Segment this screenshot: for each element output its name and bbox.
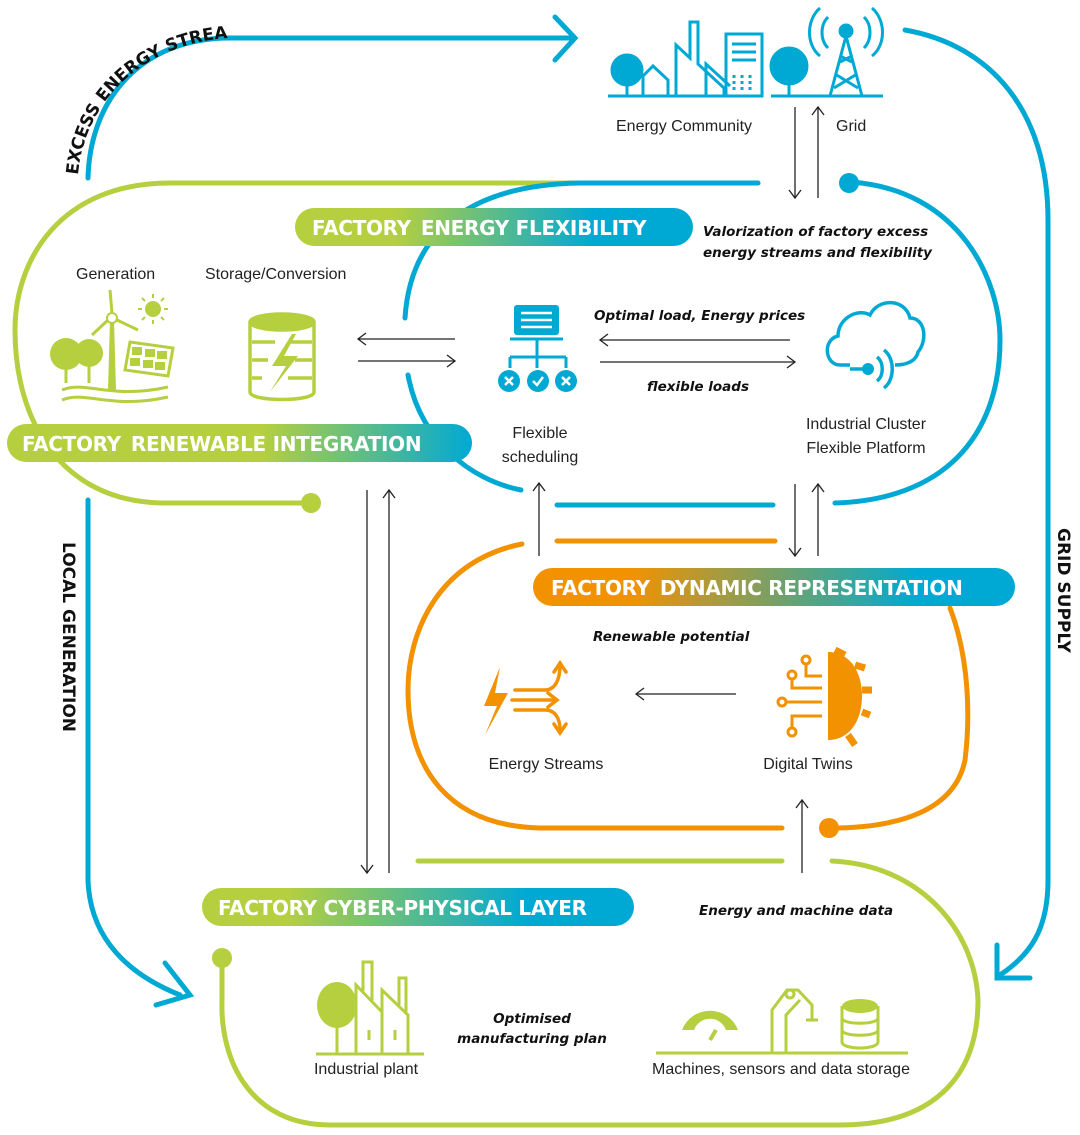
pill-dynamic-representation: FACTORY DYNAMIC REPRESENTATION <box>533 568 1015 606</box>
machines-icon <box>656 988 908 1055</box>
loop-end-dot <box>212 948 232 968</box>
energy-community-label: Energy Community <box>616 118 752 135</box>
local-generation-label: LOCAL GENERATION <box>58 542 78 732</box>
optimised-label-2: manufacturing plan <box>457 1031 607 1047</box>
industrial-plant-label: Industrial plant <box>314 1061 419 1078</box>
storage-battery-icon <box>248 312 316 402</box>
loop-end-dot <box>839 173 859 193</box>
excess-energy-label: EXCESS ENERGY STREAMS AND FLEXIBILITY <box>0 0 229 176</box>
grid-supply-arrowhead-icon <box>994 942 1033 981</box>
loop-end-dot <box>819 818 839 838</box>
excess-energy-arrow-line <box>85 35 575 181</box>
flexible-scheduling-label-2: scheduling <box>502 449 579 466</box>
dynamic-representation-loop <box>405 538 971 838</box>
pill-title-part: FACTORY <box>551 576 651 600</box>
pill-title-part: RENEWABLE INTEGRATION <box>131 432 421 456</box>
excess-energy-flow: EXCESS ENERGY STREAMS AND FLEXIBILITY <box>0 0 579 181</box>
platform-dynamic-arrows <box>788 482 825 558</box>
optimised-label-1: Optimised <box>493 1011 571 1027</box>
pill-title-part: FACTORY <box>312 216 412 240</box>
cyber-physical-loop <box>212 858 981 1128</box>
flexible-scheduling-label-1: Flexible <box>512 425 567 442</box>
industrial-plant-icon <box>316 960 424 1056</box>
pill-cyber-physical: FACTORY CYBER-PHYSICAL LAYER <box>202 888 634 926</box>
valorization-note-line2: energy streams and flexibility <box>703 245 933 261</box>
pill-renewable-integration: FACTORY RENEWABLE INTEGRATION <box>7 424 472 462</box>
flexible-scheduling-icon <box>498 305 577 392</box>
grid-label: Grid <box>836 118 866 135</box>
machines-label: Machines, sensors and data storage <box>652 1061 910 1078</box>
energy-streams-label: Energy Streams <box>489 756 604 773</box>
pill-title-part: ENERGY FLEXIBILITY <box>421 216 647 240</box>
storage-label: Storage/Conversion <box>205 266 346 283</box>
scheduling-platform-arrows <box>598 333 797 369</box>
energy-streams-icon <box>484 659 568 737</box>
energy-flexibility-loop <box>402 173 1003 508</box>
grid-supply-label: GRID SUPPLY <box>1053 528 1073 654</box>
dynamics-arrow <box>634 687 736 701</box>
digital-twin-icon <box>776 646 872 748</box>
pill-title-part: DYNAMIC REPRESENTATION <box>660 576 963 600</box>
loop-end-dot <box>301 493 321 513</box>
grid-supply-line <box>902 27 1051 978</box>
digital-twins-label: Digital Twins <box>763 756 853 773</box>
renewable-integration-loop <box>12 180 761 513</box>
flexible-loads-label: flexible loads <box>647 379 749 395</box>
generation-label: Generation <box>76 266 155 283</box>
energy-machine-data-label: Energy and machine data <box>699 903 893 919</box>
generation-icon <box>50 289 175 404</box>
storage-scheduling-arrows <box>356 332 457 368</box>
platform-label-1: Industrial Cluster <box>806 416 927 433</box>
renewable-cyber-arrows <box>360 488 396 875</box>
optimal-load-label: Optimal load, Energy prices <box>594 308 805 324</box>
scheduling-up-arrow <box>532 481 546 556</box>
grid-tower-icon <box>769 6 884 98</box>
machine-data-up-arrow <box>795 798 809 873</box>
grid-exchange-arrows <box>788 105 825 200</box>
local-generation-flow: LOCAL GENERATION <box>58 497 195 1008</box>
pill-energy-flexibility: FACTORY ENERGY FLEXIBILITY <box>295 208 693 246</box>
local-generation-line <box>85 497 183 998</box>
valorization-note-line1: Valorization of factory excess <box>703 224 928 240</box>
local-generation-arrowhead-icon <box>153 960 195 1008</box>
renewable-potential-label: Renewable potential <box>593 629 750 645</box>
cloud-platform-icon <box>825 300 926 390</box>
excess-energy-arrowhead-icon <box>552 14 579 63</box>
platform-label-2: Flexible Platform <box>806 440 925 457</box>
grid-supply-flow: GRID SUPPLY <box>902 27 1073 981</box>
pill-title: FACTORY CYBER-PHYSICAL LAYER <box>218 896 587 920</box>
energy-community-icon <box>608 20 764 98</box>
pill-title-part: FACTORY <box>22 432 122 456</box>
